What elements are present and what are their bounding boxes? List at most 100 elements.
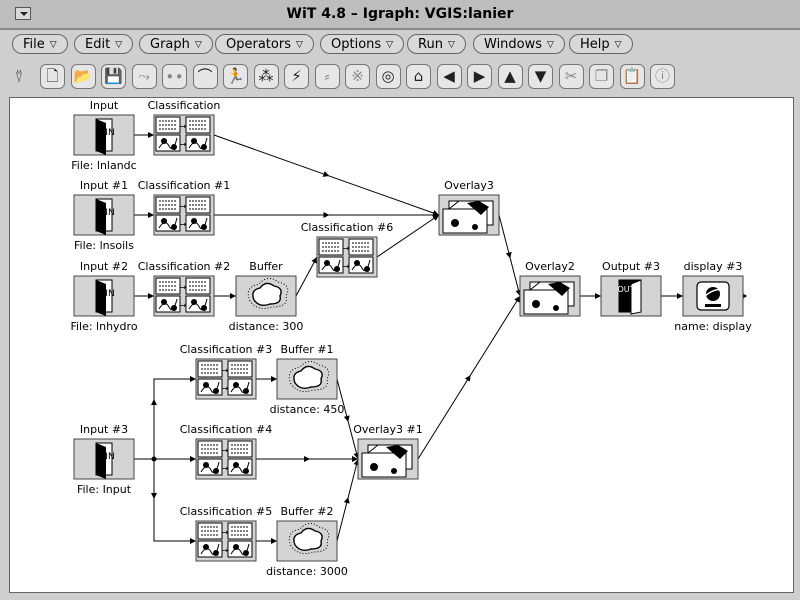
svg-text:→: →	[222, 528, 229, 537]
edge-input-to-class	[134, 132, 154, 138]
clear-icon: ※	[351, 67, 364, 85]
buffer-operator-icon	[288, 361, 330, 392]
window-menu-button[interactable]	[15, 7, 31, 20]
multi-runner-button[interactable]: ⁂	[253, 64, 279, 89]
svg-text:→: →	[343, 244, 350, 253]
door-label: IN	[105, 452, 114, 462]
node-parameter: name: display	[674, 320, 752, 333]
edge-buffer-to-class6	[295, 256, 318, 297]
node-class2[interactable]: Classification #2→→	[138, 260, 231, 317]
node-parameter: distance: 450	[270, 403, 345, 416]
edge-input2-to-class2	[134, 293, 154, 299]
overlay-operator-icon	[361, 444, 413, 478]
node-class1[interactable]: Classification #1→→	[138, 179, 231, 236]
bridge-button[interactable]: ⌒	[192, 64, 218, 89]
overlay-operator-icon	[442, 200, 494, 234]
split-button[interactable]: ⸗	[314, 64, 340, 89]
open-file-button[interactable]: 📂	[70, 64, 96, 89]
menu-run[interactable]: Run▽	[407, 34, 466, 54]
scissors-button[interactable]: ✂	[558, 64, 584, 89]
target-icon: ◎	[381, 67, 395, 85]
title-bar: WiT 4.8 – Igraph: VGIS:lanier	[0, 0, 800, 30]
node-overlay2[interactable]: Overlay2	[519, 260, 581, 317]
chevron-down-icon: ▽	[547, 40, 554, 50]
chevron-down-icon: ▽	[49, 40, 57, 50]
clear-button[interactable]: ※	[345, 64, 370, 89]
target-button[interactable]: ◎	[375, 64, 401, 89]
edge-overlay31-to-overlay2	[417, 295, 521, 460]
svg-text:→: →	[180, 140, 187, 149]
node-buffer1[interactable]: Buffer #1 distance: 450	[270, 343, 345, 416]
node-overlay31[interactable]: Overlay3 #1	[353, 423, 423, 480]
node-class3[interactable]: Classification #3→→	[180, 343, 273, 400]
paste-button[interactable]: 📋	[619, 64, 645, 89]
menu-windows[interactable]: Windows▽	[473, 34, 565, 54]
node-parameter: File: Input	[77, 483, 132, 496]
open-file-icon: 📂	[73, 67, 93, 85]
menu-edit[interactable]: Edit▽	[74, 34, 134, 54]
runner-icon: 🏃	[226, 67, 245, 85]
graph-canvas[interactable]	[9, 97, 794, 593]
node-title: Classification #4	[180, 423, 273, 436]
door-label: OUT	[617, 285, 634, 294]
svg-text:→: →	[343, 262, 350, 271]
arrow-right-button[interactable]: ▶	[467, 64, 492, 89]
arrow-left-button[interactable]: ◀	[436, 64, 462, 89]
menu-help[interactable]: Help▽	[569, 34, 633, 54]
svg-text:→: →	[180, 220, 187, 229]
node-class[interactable]: Classification→→	[148, 99, 221, 156]
menu-file[interactable]: File▽	[12, 34, 68, 54]
copy-button[interactable]: ❐	[589, 64, 614, 89]
cut-link-icon: ∙∙	[165, 67, 184, 85]
runner-button[interactable]: 🏃	[223, 64, 248, 89]
cut-link-button[interactable]: ∙∙	[162, 64, 187, 89]
node-parameter: File: lnlandc	[71, 159, 136, 172]
menu-graph[interactable]: Graph▽	[139, 34, 213, 54]
node-title: Buffer	[249, 260, 283, 273]
save-button[interactable]: 💾	[101, 64, 126, 89]
buffer-operator-icon	[247, 278, 289, 309]
class-operator-icon: →→	[318, 238, 374, 274]
zap-button[interactable]: ⚡	[284, 64, 309, 89]
edge-input3-to-class5	[134, 458, 196, 544]
info-button[interactable]: ⓘ	[650, 64, 675, 89]
node-input3[interactable]: Input #3 IN File: Input	[73, 423, 135, 496]
scissors-icon: ✂	[564, 67, 578, 85]
node-title: Input #3	[80, 423, 128, 436]
arrow-down-button[interactable]: ▼	[528, 64, 553, 89]
toolbar: ⍢ 🗋 📂 💾⤳ ∙∙ ⌒ 🏃 ⁂⚡⸗ ※ ◎ ⌂◀▶▲▼ ✂ ❐ 📋 ⓘ	[0, 60, 800, 96]
menu-options[interactable]: Options▽	[320, 34, 405, 54]
node-title: Buffer #1	[280, 343, 333, 356]
node-class5[interactable]: Classification #5→→	[180, 505, 273, 562]
link-button[interactable]: ⤳	[131, 64, 157, 89]
paste-icon: 📋	[622, 67, 642, 85]
menu-operators[interactable]: Operators▽	[215, 34, 314, 54]
svg-text:→: →	[222, 384, 229, 393]
class-operator-icon: →→	[197, 522, 253, 558]
node-parameter: File: lnhydro	[70, 320, 137, 333]
edge-class2-to-buffer	[214, 293, 236, 299]
node-overlay3[interactable]: Overlay3	[438, 179, 500, 236]
edge-buffer2-to-overlay31	[336, 458, 360, 542]
chevron-down-icon: ▽	[194, 40, 202, 50]
edge-class4-to-overlay31	[256, 456, 358, 462]
home-button[interactable]: ⌂	[406, 64, 431, 89]
door-label: IN	[105, 289, 114, 299]
new-file-button[interactable]: 🗋	[40, 64, 65, 89]
node-title: Classification #2	[138, 260, 231, 273]
junction-arrow-up	[151, 399, 157, 405]
arrow-up-button[interactable]: ▲	[497, 64, 523, 89]
node-class4[interactable]: Classification #4→→	[180, 423, 273, 480]
edge-overlay2-to-output3	[580, 293, 601, 299]
drag-handle-icon[interactable]: ⍢	[14, 70, 24, 86]
chevron-down-icon: ▽	[614, 40, 622, 50]
node-title: Classification	[148, 99, 221, 112]
node-class6[interactable]: Classification #6→→	[301, 221, 394, 278]
